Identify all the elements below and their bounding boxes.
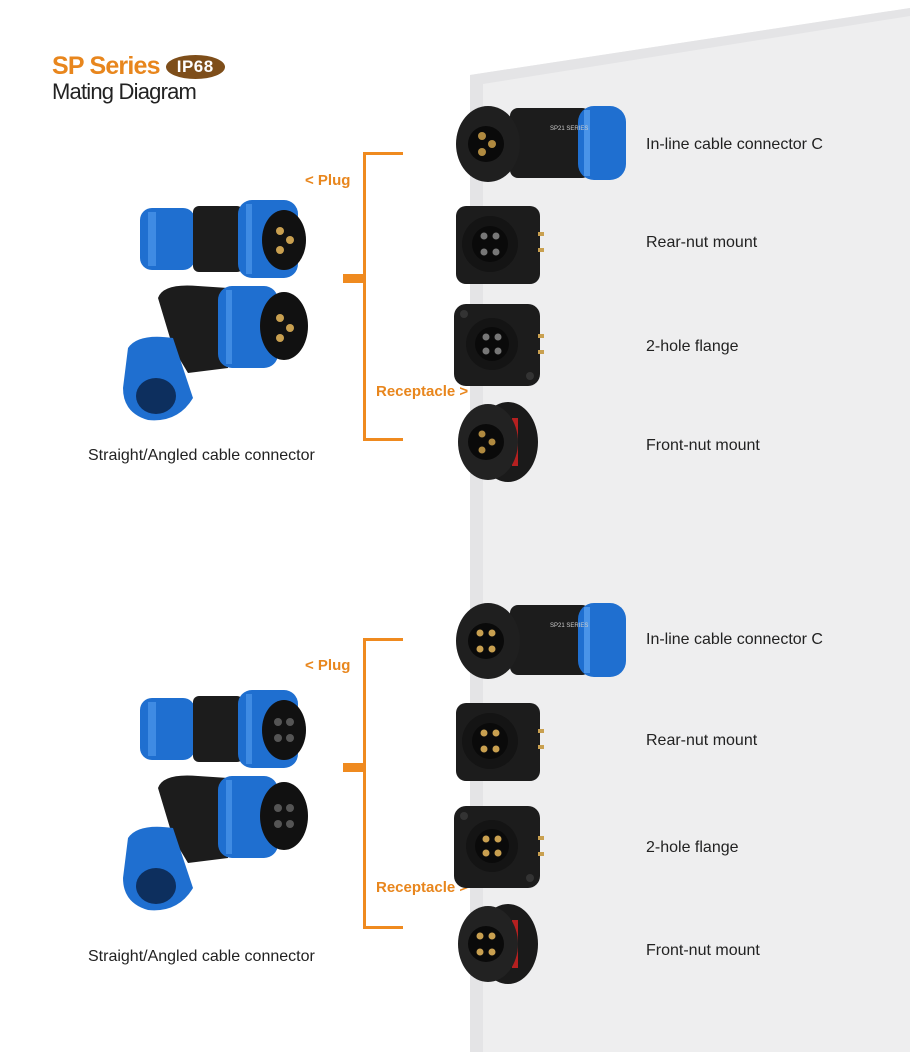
inline-connector-image: SP21 SERIES — [456, 603, 626, 679]
bracket-line — [363, 152, 366, 441]
bracket-top-arm — [363, 152, 403, 155]
svg-text:SP21 SERIES: SP21 SERIES — [550, 126, 588, 132]
mating-option-2-hole-flange: 2-hole flange — [450, 802, 850, 892]
plug-caption: Straight/Angled cable connector — [88, 447, 315, 464]
front-nut-connector-image — [458, 904, 538, 984]
item-label: Rear-nut mount — [646, 732, 758, 749]
flange-connector-image — [454, 806, 544, 888]
item-label: Front-nut mount — [646, 437, 760, 454]
item-label: Front-nut mount — [646, 942, 760, 959]
diagram-subtitle: Mating Diagram — [52, 79, 197, 104]
plug-tag: < Plug — [305, 657, 351, 674]
inline-connector-image: SP21 SERIES — [456, 106, 626, 182]
receptacle-tag: Receptacle > — [376, 383, 469, 400]
mating-option-2-hole-flange: 2-hole flange — [450, 300, 850, 390]
bracket-connector — [343, 763, 363, 772]
mating-option-inline-cable: SP21 SERIES In-line cable connector C — [450, 100, 850, 190]
svg-text:SP21 SERIES: SP21 SERIES — [550, 623, 588, 629]
mating-option-rear-nut: Rear-nut mount — [450, 697, 850, 787]
item-label: 2-hole flange — [646, 338, 739, 355]
mating-option-rear-nut: Rear-nut mount — [450, 200, 850, 290]
mating-option-front-nut: Front-nut mount — [450, 398, 850, 488]
bracket-bottom-arm — [363, 438, 403, 441]
item-label: In-line cable connector C — [646, 136, 823, 153]
item-label: 2-hole flange — [646, 839, 739, 856]
mating-option-front-nut: Front-nut mount — [450, 900, 850, 990]
plug-caption: Straight/Angled cable connector — [88, 948, 315, 965]
bracket-bottom-arm — [363, 926, 403, 929]
plug-tag: < Plug — [305, 172, 351, 189]
mating-section-2: Straight/Angled cable connector < Plug R… — [0, 500, 910, 984]
straight-angled-plug-image — [123, 690, 308, 911]
rear-nut-connector-image — [456, 703, 544, 781]
header: SP Series IP68 Mating Diagram — [52, 52, 225, 105]
rear-nut-connector-image — [456, 206, 544, 284]
bracket-connector — [343, 274, 363, 283]
series-title: SP Series — [52, 52, 161, 80]
receptacle-tag: Receptacle > — [376, 879, 469, 896]
item-label: In-line cable connector C — [646, 631, 823, 648]
mating-section-1: Straight/Angled cable connector < Plug R… — [0, 0, 910, 482]
straight-angled-plug-image — [123, 200, 308, 421]
ip-rating-badge: IP68 — [165, 54, 225, 79]
bracket-line — [363, 638, 366, 929]
mating-option-inline-cable: SP21 SERIES In-line cable connector C — [450, 597, 850, 687]
item-label: Rear-nut mount — [646, 234, 758, 251]
flange-connector-image — [454, 304, 544, 386]
front-nut-connector-image — [458, 402, 538, 482]
bracket-top-arm — [363, 638, 403, 641]
